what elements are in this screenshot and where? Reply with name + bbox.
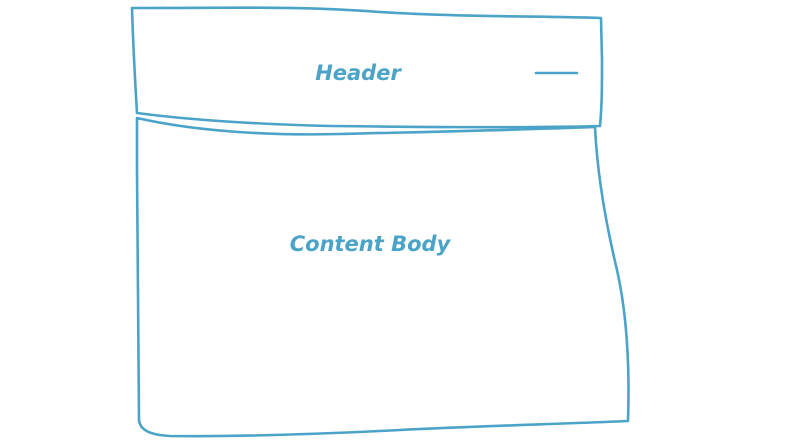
header-label: Header <box>315 61 402 85</box>
content-body-frame <box>135 116 630 438</box>
content-body-label: Content Body <box>290 232 452 256</box>
header-frame <box>130 6 604 129</box>
